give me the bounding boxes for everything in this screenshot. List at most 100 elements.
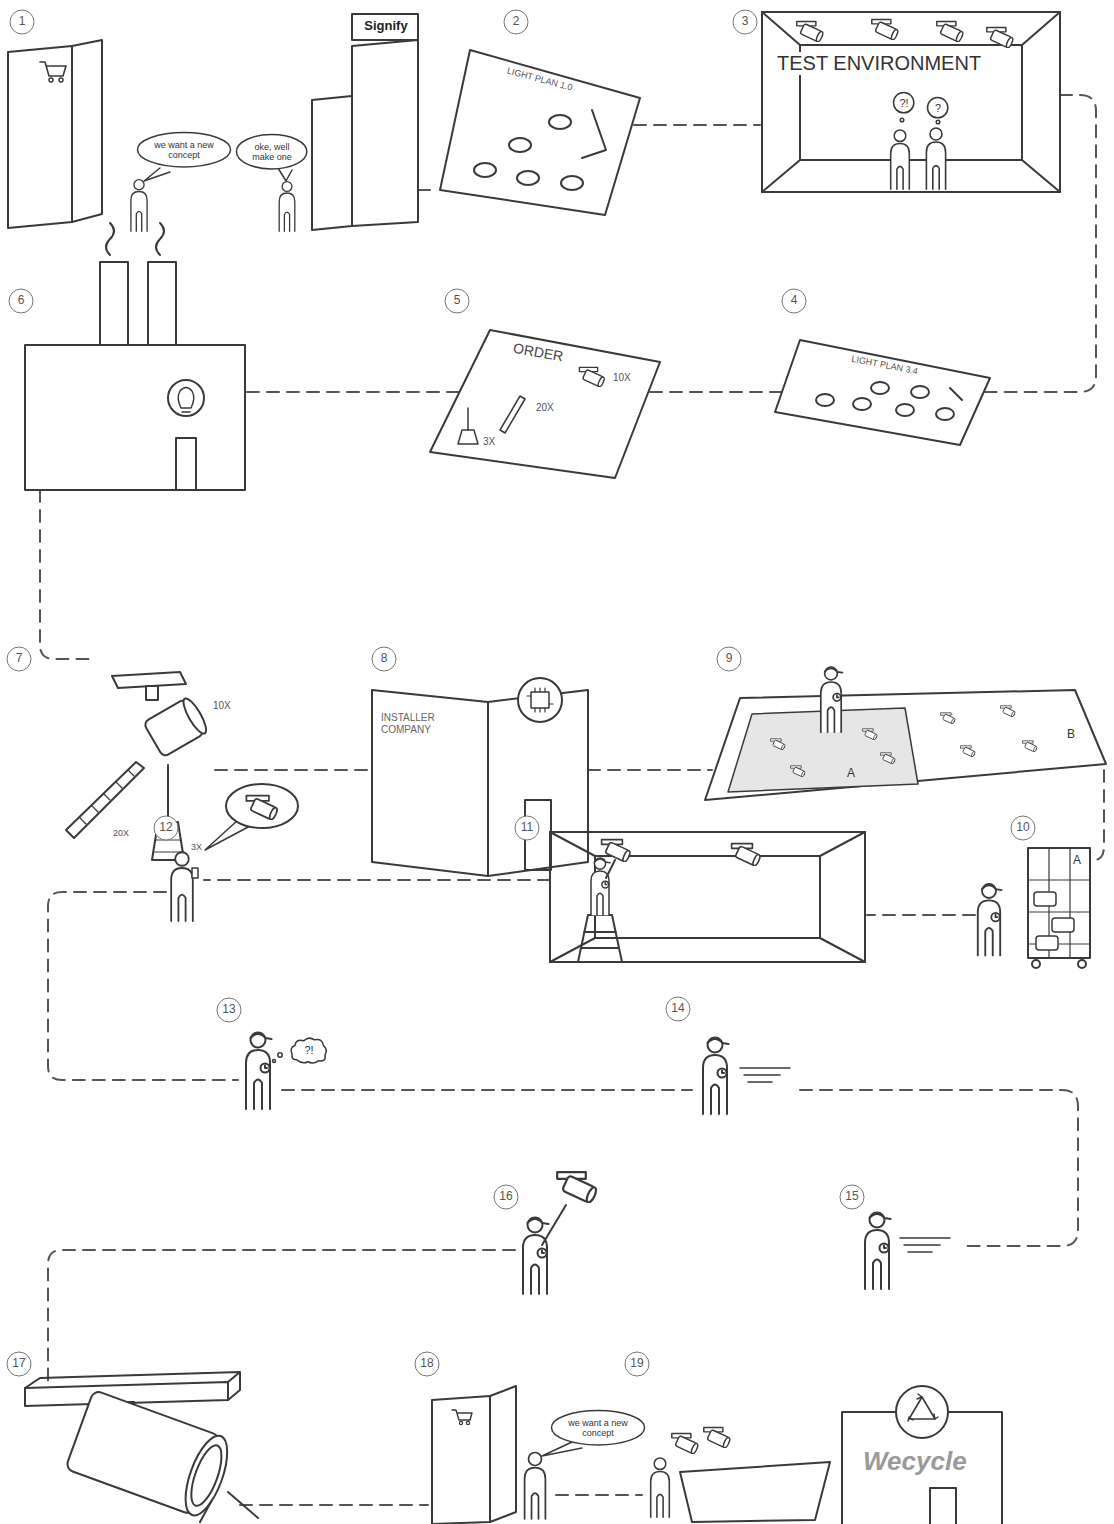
person-with-phone <box>171 852 193 921</box>
number-circle <box>625 1352 649 1376</box>
node-text: ? <box>935 102 941 115</box>
retail-building <box>8 40 102 228</box>
node-text: 4 <box>791 294 798 308</box>
trolley-part <box>1052 918 1074 932</box>
text-label: INSTALLER COMPANY <box>380 712 474 735</box>
confused-worker <box>246 1033 272 1110</box>
test-environment-room-part <box>872 19 899 40</box>
step-number: 4 <box>781 288 807 314</box>
raised-arm <box>606 860 615 878</box>
order-sheet-part <box>458 430 478 444</box>
number-circle <box>494 1185 518 1209</box>
speed-lines <box>740 1068 790 1082</box>
step-number: 17 <box>6 1351 32 1377</box>
walking-worker <box>865 1213 891 1290</box>
tester-person <box>926 128 945 189</box>
trolley-part <box>1028 848 1090 958</box>
installation-room-part <box>732 844 762 867</box>
node-text-group: 1 <box>19 15 26 29</box>
installation-room-part <box>550 832 865 962</box>
text-label: Signify <box>352 19 420 34</box>
step-number: 10 <box>1010 815 1036 841</box>
step-number: 7 <box>6 646 32 672</box>
retail-building-part <box>490 1386 516 1522</box>
speech-bubble: oke, well make one <box>235 133 308 170</box>
light-plan-sheet-part <box>775 340 990 445</box>
node-text-group: 12 <box>159 821 172 835</box>
retail-building-part <box>59 78 63 82</box>
node-text-group: 13 <box>222 1003 235 1017</box>
text-label: A <box>846 767 856 781</box>
retail-building-part <box>459 1421 462 1424</box>
step-number: 1 <box>9 9 35 35</box>
retail-building-part <box>432 1396 490 1524</box>
factory-part <box>100 262 128 345</box>
node-text-group: 3 <box>742 15 749 29</box>
text-label: 10X <box>212 700 232 712</box>
large-spotlight-part <box>25 1372 240 1400</box>
trolley-part <box>1028 848 1090 958</box>
recycling-building-part <box>930 1488 956 1524</box>
floor-plan-part <box>961 746 976 757</box>
step-number: 11 <box>514 815 540 841</box>
light-plan-sheet-part <box>517 171 539 185</box>
node-text: ?! <box>304 1044 313 1057</box>
large-spotlight-part-part <box>177 1431 236 1521</box>
floor-plan-part <box>705 690 1106 800</box>
installer-worker <box>821 667 843 732</box>
text-label: 3X <box>190 842 203 852</box>
trolley <box>1028 848 1090 968</box>
node-text: 7 <box>16 652 23 666</box>
floor-plan-part <box>1023 741 1038 752</box>
number-circle <box>445 289 469 313</box>
test-environment-room <box>762 12 1060 192</box>
spotlight <box>704 1427 731 1448</box>
thought-dot <box>273 1060 276 1063</box>
factory-part <box>168 380 204 416</box>
node-text-group: 2 <box>513 15 520 29</box>
number-circle <box>840 1185 864 1209</box>
node-text-group: ? <box>935 102 941 115</box>
bubble-outline <box>137 133 230 167</box>
factory-part <box>178 388 194 413</box>
thought-cloud: ?! <box>289 1036 328 1065</box>
recycling-building-part <box>896 1386 948 1438</box>
trolley-part <box>1078 960 1086 968</box>
text-label: Wecycle <box>862 1447 968 1477</box>
signify-building-part <box>312 96 352 230</box>
number-circle <box>782 289 806 313</box>
bubble-outline <box>928 98 948 118</box>
floor-plan-part <box>771 739 786 750</box>
installation-room-part <box>602 840 632 863</box>
thought-bubble: ?! <box>892 91 915 114</box>
light-plan-sheet-part <box>582 110 606 158</box>
cloud-outline <box>291 1038 326 1063</box>
floor-plan-part <box>791 766 806 777</box>
node-text: 13 <box>222 1003 235 1017</box>
text-label: TEST ENVIRONMENT <box>776 52 982 75</box>
step-number: 13 <box>216 997 242 1023</box>
speech-bubble: we want a new concept <box>136 131 232 168</box>
worker-replacing <box>523 1218 549 1295</box>
recycling-building-part <box>908 1394 938 1421</box>
node-text-group: we want a new concept <box>567 1418 629 1439</box>
large-spotlight-part <box>65 1390 236 1521</box>
installer-building-part <box>518 678 562 722</box>
recycling-building <box>842 1386 1002 1524</box>
light-plan-sheet-part <box>853 398 871 410</box>
installation-room-part <box>578 915 622 962</box>
node-text: 5 <box>454 294 461 308</box>
node-text-group: oke, well make one <box>249 142 295 163</box>
signify-building-part <box>352 40 418 226</box>
step-number: 14 <box>665 996 691 1022</box>
number-circle <box>733 10 757 34</box>
light-plan-sheet-part <box>936 408 954 420</box>
text-label: B <box>1066 728 1076 742</box>
step-number: 16 <box>493 1184 519 1210</box>
spotlight-picture <box>246 796 278 821</box>
drawing <box>8 12 1106 1524</box>
text-label: 20X <box>112 828 130 838</box>
node-text: we want a new concept <box>153 140 215 161</box>
test-environment-room-part <box>797 21 824 42</box>
